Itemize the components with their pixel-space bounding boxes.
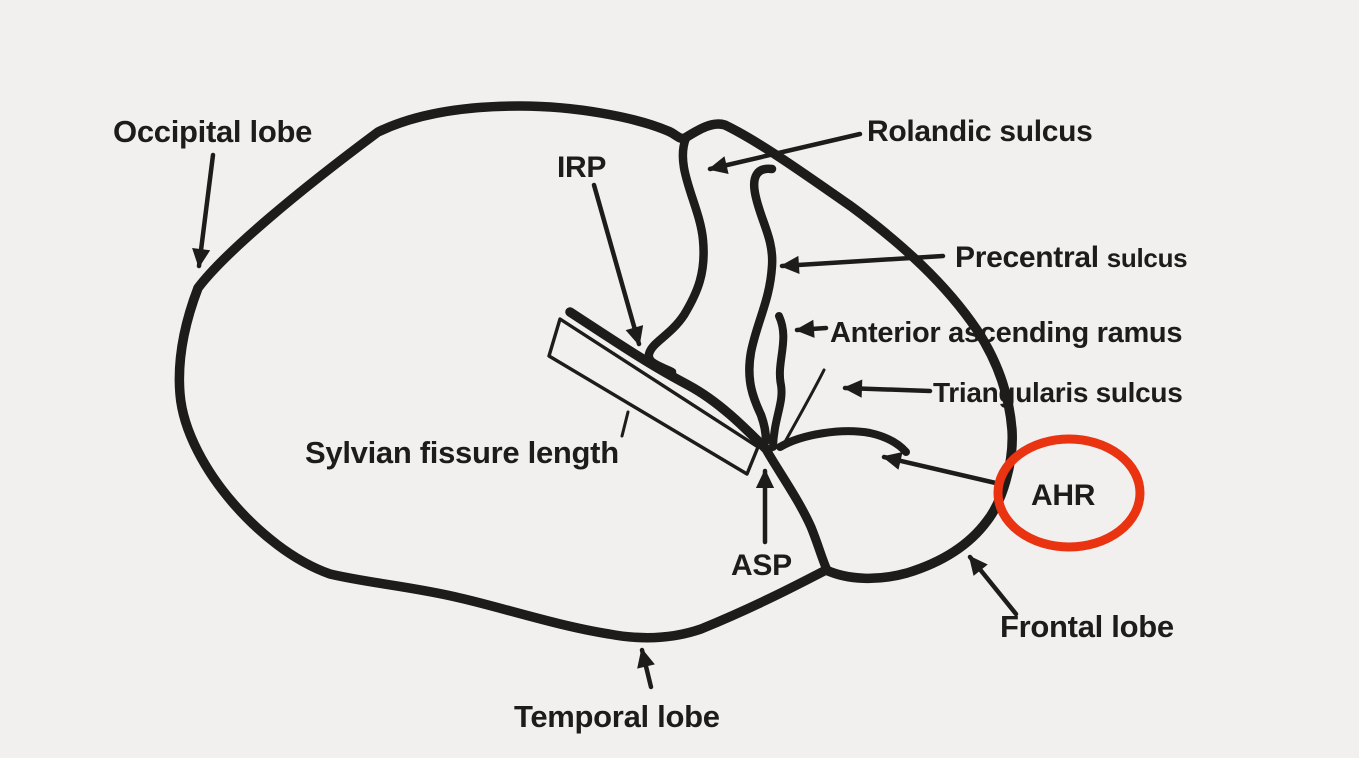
- asp-label: ASP: [731, 549, 792, 582]
- ahr-line: [776, 427, 910, 456]
- precentral-sulcus-label-main: Precentral: [955, 241, 1099, 274]
- precentral-sulcus-label-suffix: sulcus: [1107, 243, 1188, 273]
- triangularis-sulcus-arrow: [842, 379, 933, 398]
- sylvian-length-rectangle: [547, 317, 760, 476]
- sylvian-anterior-continuation: [762, 446, 832, 575]
- temporal-lobe-label: Temporal lobe: [514, 699, 720, 734]
- brain-outline: [174, 101, 1017, 643]
- rolandic-sulcus-label: Rolandic sulcus: [867, 115, 1093, 148]
- sylvian-length-tick: [620, 410, 630, 438]
- triangularis-sulcus-label: Triangularis sulcus: [933, 377, 1183, 408]
- irp-arrow: [591, 182, 644, 347]
- precentral-sulcus-line: [745, 164, 777, 446]
- callout-arrows: [192, 131, 1019, 690]
- brain-linework: [174, 101, 1017, 643]
- precentral-sulcus-arrow: [779, 253, 946, 275]
- anterior-ascending-ramus-arrow: [794, 319, 829, 338]
- temporal-lobe-arrow: [637, 647, 655, 690]
- precentral-sulcus-label: Precentral sulcus: [955, 241, 1187, 274]
- rolandic-sulcus-arrow: [707, 131, 863, 175]
- triangularis-sulcus-line: [779, 368, 826, 451]
- labels: Occipital lobe IRP Rolandic sulcus Prece…: [113, 114, 1188, 734]
- sylvian-fissure-length-label: Sylvian fissure length: [305, 435, 619, 470]
- frontal-lobe-label: Frontal lobe: [1000, 609, 1174, 644]
- anterior-ascending-ramus-line: [769, 312, 788, 451]
- occipital-lobe-label: Occipital lobe: [113, 114, 312, 149]
- ahr-label: AHR: [1031, 479, 1096, 512]
- ahr-arrow: [881, 451, 1003, 487]
- anterior-ascending-ramus-label: Anterior ascending ramus: [830, 317, 1182, 349]
- irp-label: IRP: [557, 151, 606, 184]
- frontal-lobe-arrow: [967, 554, 1019, 617]
- occipital-lobe-arrow: [192, 152, 216, 269]
- ahr-highlight-ellipse: [993, 434, 1145, 552]
- sylvian-fissure-line: [565, 307, 773, 456]
